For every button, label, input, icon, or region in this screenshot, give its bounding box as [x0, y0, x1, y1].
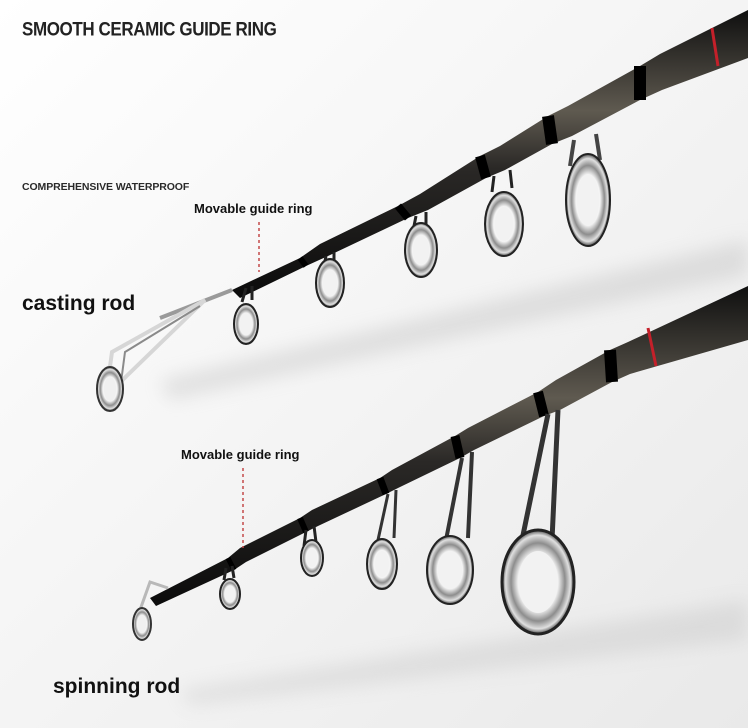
spinning-rod-tip-ring-hole [138, 615, 146, 633]
spinning-rod-guide [426, 451, 474, 605]
callout-movable-guide-ring-bottom: Movable guide ring [181, 447, 300, 462]
casting-rod-label: casting rod [22, 292, 136, 315]
casting-rod-joint [475, 154, 491, 180]
spinning-rod-label: spinning rod [53, 675, 181, 698]
casting-rod-guide [315, 252, 345, 308]
casting-rod-blank [232, 10, 748, 298]
casting-rod-guide [404, 212, 438, 278]
spinning-rod-guide [366, 489, 398, 590]
spinning-rod-joint [376, 476, 390, 496]
spinning-rod-joint [533, 390, 549, 418]
casting-rod-joint [394, 203, 412, 221]
callout-movable-guide-ring-top: Movable guide ring [194, 201, 313, 216]
spinning-rod-red-band [646, 327, 658, 367]
casting-rod-red-band [710, 27, 720, 67]
casting-rod-tip-ring-hole [104, 377, 116, 401]
casting-rod [96, 10, 748, 412]
spinning-rod-joint [450, 435, 465, 459]
spinning-rod-guide [300, 525, 324, 577]
spinning-rod-guide [219, 565, 241, 610]
casting-rod-joint [542, 115, 558, 145]
casting-rod-joint [297, 256, 309, 268]
rod-shadow-bottom [180, 600, 748, 705]
spinning-rod-joint [604, 349, 618, 383]
casting-rod-guide [484, 169, 524, 257]
spinning-rod-guide [500, 409, 576, 636]
spinning-rod-tip-frame [138, 580, 169, 611]
subheading-text: COMPREHENSIVE WATERPROOF [22, 181, 190, 193]
headline-text: SMOOTH CERAMIC GUIDE RING [22, 18, 277, 40]
spinning-rod-blank [150, 286, 748, 606]
spinning-rod-joint [297, 516, 309, 534]
casting-rod-guide [233, 286, 259, 345]
casting-rod-guide [565, 133, 611, 247]
rod-shadow-top [160, 240, 748, 400]
spinning-rod [132, 286, 748, 641]
